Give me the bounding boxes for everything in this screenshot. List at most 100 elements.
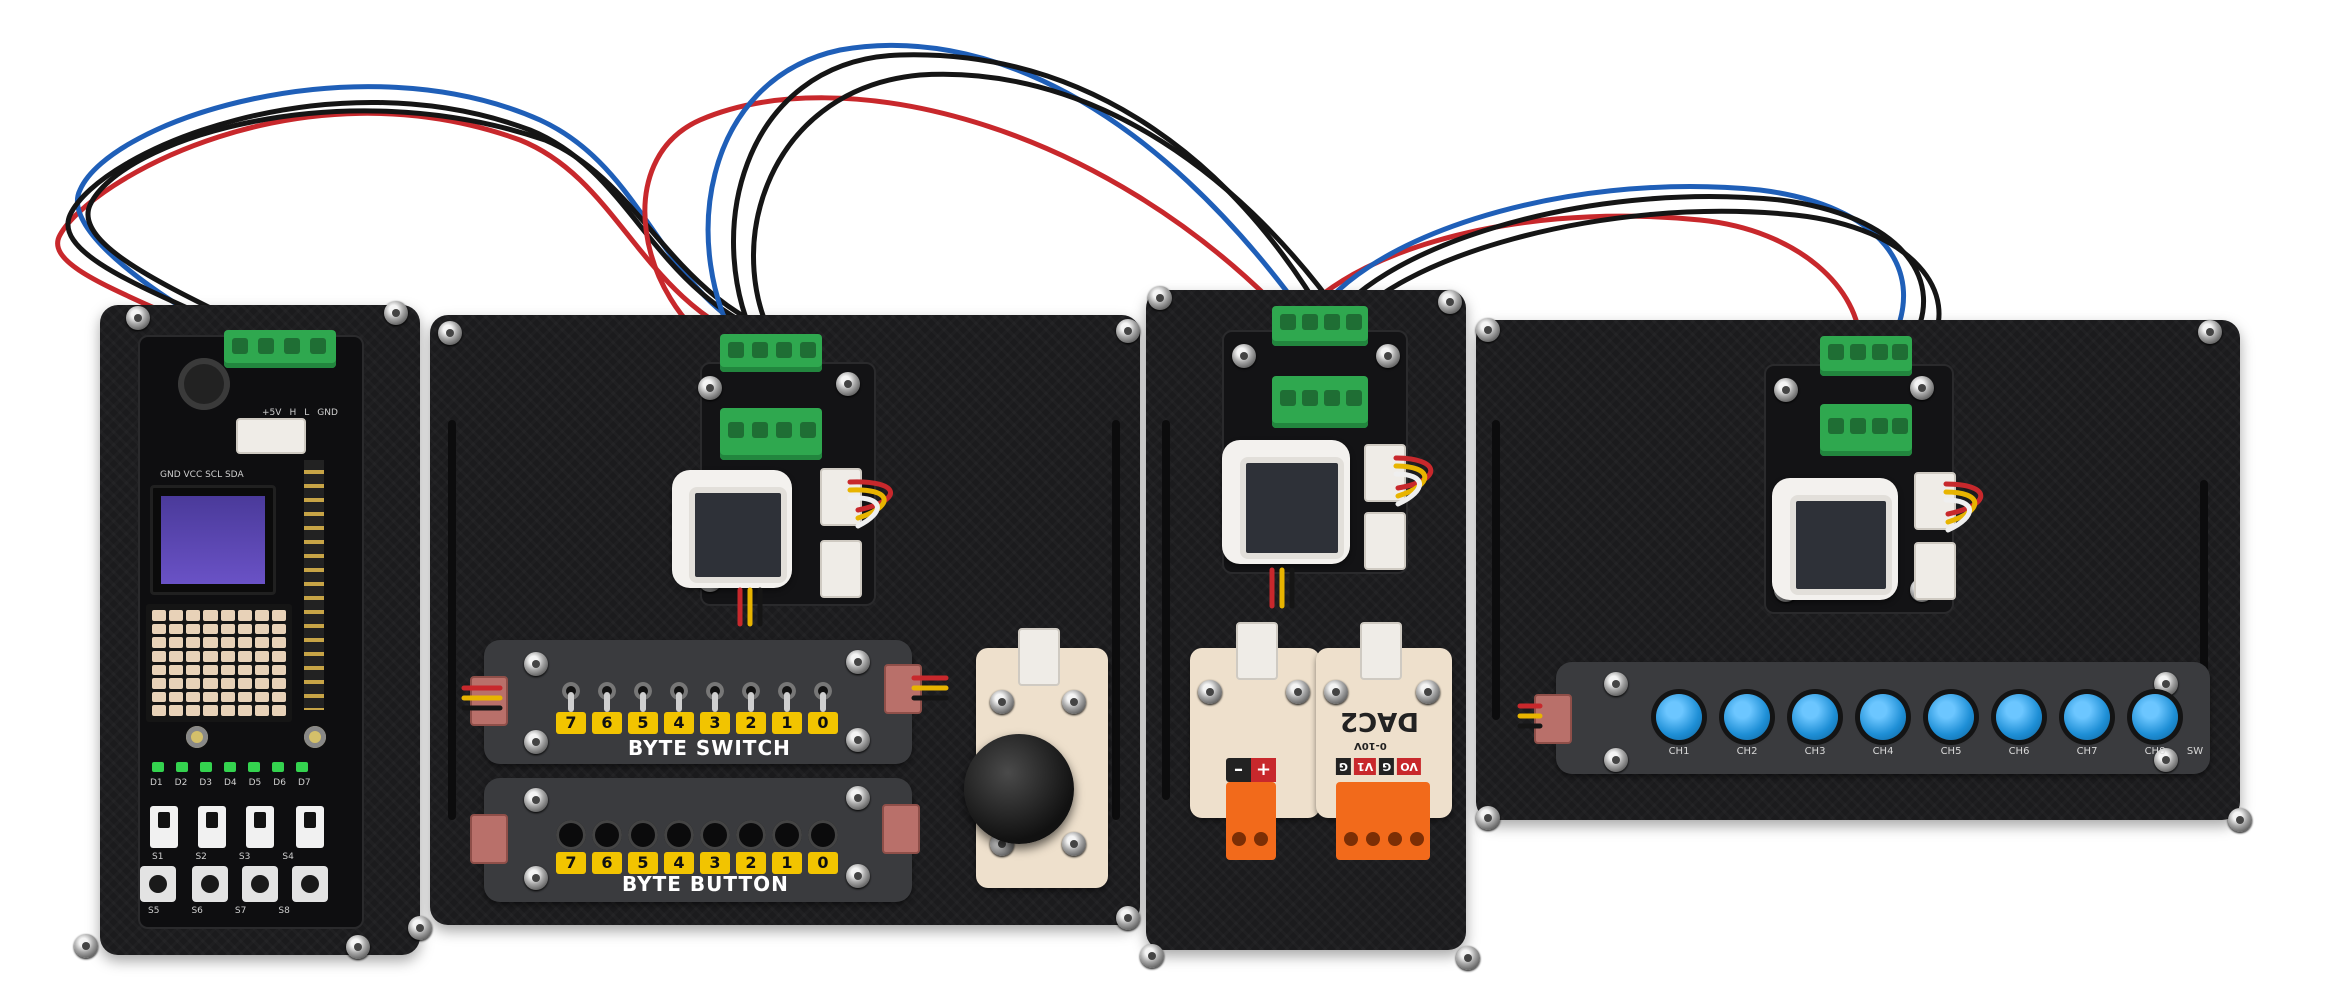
mount-slot bbox=[1112, 420, 1120, 820]
push-button-s7[interactable] bbox=[242, 866, 278, 902]
screw bbox=[1198, 680, 1222, 704]
button-label: S7 bbox=[234, 906, 247, 916]
status-led bbox=[296, 762, 308, 772]
screw bbox=[2198, 320, 2222, 344]
bit-toggle-1[interactable] bbox=[772, 678, 802, 712]
push-button-s8[interactable] bbox=[292, 866, 328, 902]
status-led bbox=[248, 762, 260, 772]
encoder-knob-ch3[interactable] bbox=[1792, 694, 1838, 740]
encoder-knob-ch8[interactable] bbox=[2132, 694, 2178, 740]
trim-pot-right[interactable] bbox=[304, 726, 326, 748]
m5-atom-unit[interactable] bbox=[1772, 478, 1898, 600]
m5-atom-unit[interactable] bbox=[672, 470, 792, 588]
bit-toggle-3[interactable] bbox=[700, 678, 730, 712]
atom-screen bbox=[688, 486, 788, 584]
bit-button-5[interactable] bbox=[628, 820, 658, 850]
screw bbox=[846, 786, 870, 810]
dac-output-terminal bbox=[1336, 782, 1430, 860]
bit-label: 6 bbox=[592, 852, 622, 874]
switch-label: S3 bbox=[238, 852, 251, 862]
switch-labels: S1 S2 S3 S4 bbox=[152, 852, 294, 862]
slide-switch-s1[interactable] bbox=[150, 806, 178, 848]
m5-atom-unit[interactable] bbox=[1222, 440, 1350, 564]
switch-label: S2 bbox=[195, 852, 207, 862]
bit-label: 0 bbox=[808, 852, 838, 874]
slide-switch-s4[interactable] bbox=[296, 806, 324, 848]
terminal-block bbox=[1272, 376, 1368, 428]
push-button-s5[interactable] bbox=[140, 866, 176, 902]
switch-label: S4 bbox=[282, 852, 294, 862]
screw bbox=[846, 864, 870, 888]
encoder-knob-ch2[interactable] bbox=[1724, 694, 1770, 740]
bit-label: 4 bbox=[664, 712, 694, 734]
grove-wire-yellow bbox=[847, 487, 887, 521]
push-button-s6[interactable] bbox=[192, 866, 228, 902]
screw bbox=[1062, 832, 1086, 856]
wire-black-3 bbox=[1323, 194, 1927, 348]
led-labels: D1 D2 D3 D4 D5 D6 D7 bbox=[150, 778, 311, 788]
bit-label: 3 bbox=[700, 852, 730, 874]
channel-label: CH5 bbox=[1940, 746, 1962, 757]
grove-port bbox=[882, 804, 920, 854]
encoder-knob-ch7[interactable] bbox=[2064, 694, 2110, 740]
bit-button-2[interactable] bbox=[736, 820, 766, 850]
encoder-knob-ch6[interactable] bbox=[1996, 694, 2042, 740]
slide-switch-s3[interactable] bbox=[246, 806, 274, 848]
screw bbox=[1774, 378, 1798, 402]
grove-wire-yellow bbox=[1393, 463, 1428, 499]
pin-label: +5V bbox=[262, 408, 282, 418]
screw bbox=[438, 321, 462, 345]
led-label: D5 bbox=[248, 778, 262, 788]
bit-button-0[interactable] bbox=[808, 820, 838, 850]
bit-toggle-0[interactable] bbox=[808, 678, 838, 712]
channel-label: CH8 bbox=[2144, 746, 2166, 757]
grove-port bbox=[470, 814, 508, 864]
bit-toggle-6[interactable] bbox=[592, 678, 622, 712]
bit-button-7[interactable] bbox=[556, 820, 586, 850]
status-led bbox=[224, 762, 236, 772]
joystick-knob[interactable] bbox=[964, 734, 1074, 844]
screw bbox=[1416, 680, 1440, 704]
status-led bbox=[152, 762, 164, 772]
slide-switch-s2[interactable] bbox=[198, 806, 226, 848]
screw bbox=[2228, 808, 2252, 832]
bit-button-6[interactable] bbox=[592, 820, 622, 850]
screw bbox=[1116, 906, 1140, 930]
wire-red-1 bbox=[55, 110, 763, 348]
screw bbox=[1286, 680, 1310, 704]
bit-label: 2 bbox=[736, 852, 766, 874]
polarity-minus: – bbox=[1234, 759, 1243, 780]
grove-wire-red bbox=[1943, 481, 1984, 517]
encoder-knob-ch1[interactable] bbox=[1656, 694, 1702, 740]
bit-toggle-5[interactable] bbox=[628, 678, 658, 712]
grove-port bbox=[470, 676, 508, 726]
screw bbox=[1116, 319, 1140, 343]
wire-black-1b bbox=[85, 108, 817, 348]
encoder-knob-ch5[interactable] bbox=[1928, 694, 1974, 740]
led-label: D4 bbox=[223, 778, 237, 788]
bit-button-1[interactable] bbox=[772, 820, 802, 850]
bit-toggle-7[interactable] bbox=[556, 678, 586, 712]
bit-label: 2 bbox=[736, 712, 766, 734]
led-matrix bbox=[146, 604, 292, 722]
byte-button-label: BYTE BUTTON bbox=[622, 872, 789, 896]
encoder-knob-ch4[interactable] bbox=[1860, 694, 1906, 740]
bit-toggle-2[interactable] bbox=[736, 678, 766, 712]
bit-label: 3 bbox=[700, 712, 730, 734]
screw bbox=[524, 788, 548, 812]
screw bbox=[1376, 344, 1400, 368]
bit-button-4[interactable] bbox=[664, 820, 694, 850]
bit-toggle-4[interactable] bbox=[664, 678, 694, 712]
screw bbox=[1604, 672, 1628, 696]
channel-label: CH3 bbox=[1804, 746, 1826, 757]
grove-wire-red bbox=[1393, 455, 1434, 491]
bit-button-3[interactable] bbox=[700, 820, 730, 850]
led-label: D1 bbox=[150, 778, 163, 788]
screw bbox=[1604, 748, 1628, 772]
channel-label: CH7 bbox=[2076, 746, 2098, 757]
bit-label: 6 bbox=[592, 712, 622, 734]
switch-label: S1 bbox=[152, 852, 164, 862]
screw bbox=[698, 376, 722, 400]
trim-pot-left[interactable] bbox=[186, 726, 208, 748]
grove-port bbox=[1360, 622, 1402, 680]
